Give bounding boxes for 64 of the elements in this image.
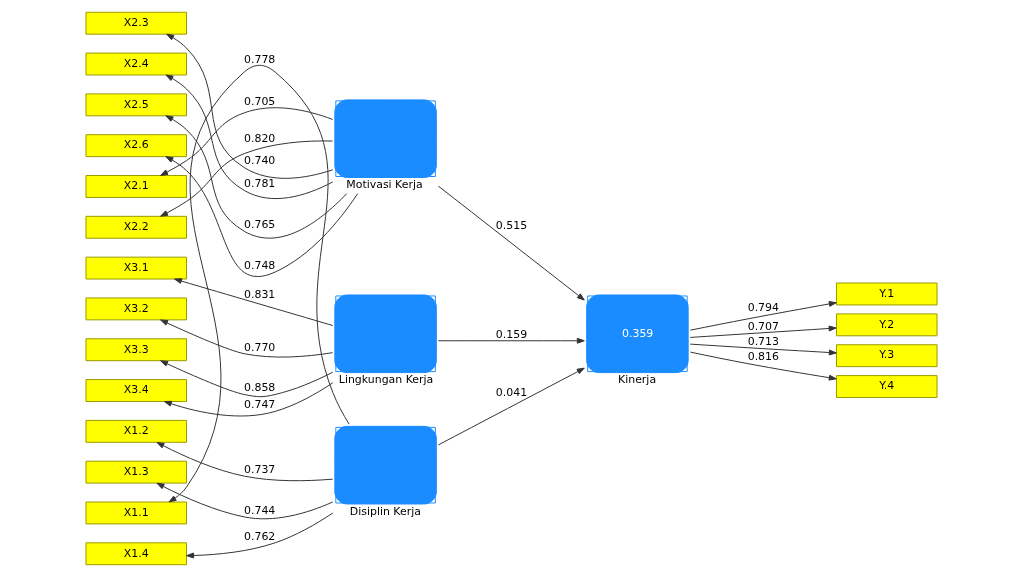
edge-label: 0.781 <box>243 177 275 191</box>
node-box: Y.3 <box>835 344 937 368</box>
edge-label: 0.770 <box>243 340 275 354</box>
edge-label: 0.515 <box>495 219 527 233</box>
node-box: X2.5 <box>85 93 187 117</box>
arrow <box>156 441 333 482</box>
edge-label: 0.747 <box>243 398 275 412</box>
arrow <box>164 156 358 277</box>
arrow <box>159 360 333 398</box>
node-box: X2.2 <box>85 215 187 239</box>
edge-label: 0.858 <box>243 381 275 395</box>
edge-label: 0.041 <box>495 386 527 400</box>
node-box: X3.2 <box>85 297 187 321</box>
edge-label: 0.765 <box>243 218 275 232</box>
node-label: Lingkungan Kerja <box>338 373 433 387</box>
node-box: Y.2 <box>835 313 937 337</box>
arrow <box>437 337 585 344</box>
node-label: Motivasi Kerja <box>345 178 423 192</box>
arrow <box>689 343 837 356</box>
arrow <box>173 278 333 327</box>
node-label: Kinerja <box>617 373 656 387</box>
edge-label: 0.705 <box>243 94 275 108</box>
arrow <box>159 140 333 217</box>
edge-label: 0.737 <box>243 462 275 476</box>
node-box: X1.3 <box>85 460 187 484</box>
arrow <box>689 351 837 381</box>
edge-label: 0.820 <box>243 132 275 146</box>
edge-label: 0.831 <box>243 287 275 301</box>
edge-label: 0.744 <box>243 503 275 517</box>
edge-label: 0.794 <box>747 300 779 314</box>
node-box: X1.2 <box>85 419 187 443</box>
arrow <box>689 325 837 338</box>
edge-label: 0.816 <box>747 350 779 364</box>
arrow <box>164 74 333 200</box>
edge-label: 0.740 <box>243 154 275 168</box>
node-box: X2.6 <box>85 134 187 158</box>
arrow <box>437 185 585 301</box>
node-box: X3.1 <box>85 256 187 280</box>
edge-label: 0.707 <box>747 319 779 333</box>
node-box: X3.3 <box>85 338 187 362</box>
node-box: X2.1 <box>85 175 187 198</box>
node-box: X1.1 <box>85 501 187 525</box>
edge-label: 0.713 <box>747 334 779 348</box>
arrow <box>185 512 333 559</box>
node-box: X2.3 <box>85 11 187 35</box>
arrow <box>159 319 333 358</box>
arrow <box>689 301 837 331</box>
edge-label: 0.762 <box>243 529 275 543</box>
edge-label: 0.778 <box>243 52 275 66</box>
node-box: X2.4 <box>85 52 187 76</box>
node-label: Disiplin Kerja <box>349 504 421 518</box>
node-box: Y.4 <box>835 375 937 398</box>
arrow <box>168 64 350 503</box>
node-box: X1.4 <box>85 542 187 566</box>
arrow <box>164 115 347 239</box>
node-box: X3.4 <box>85 379 187 402</box>
arrow <box>159 107 333 176</box>
arrow <box>437 367 585 446</box>
arrow <box>156 482 333 520</box>
arrow <box>163 382 333 417</box>
node-box: Y.1 <box>835 282 937 306</box>
edge-label: 0.748 <box>243 258 275 272</box>
arrow <box>165 33 333 179</box>
edge-label: 0.159 <box>495 327 527 341</box>
